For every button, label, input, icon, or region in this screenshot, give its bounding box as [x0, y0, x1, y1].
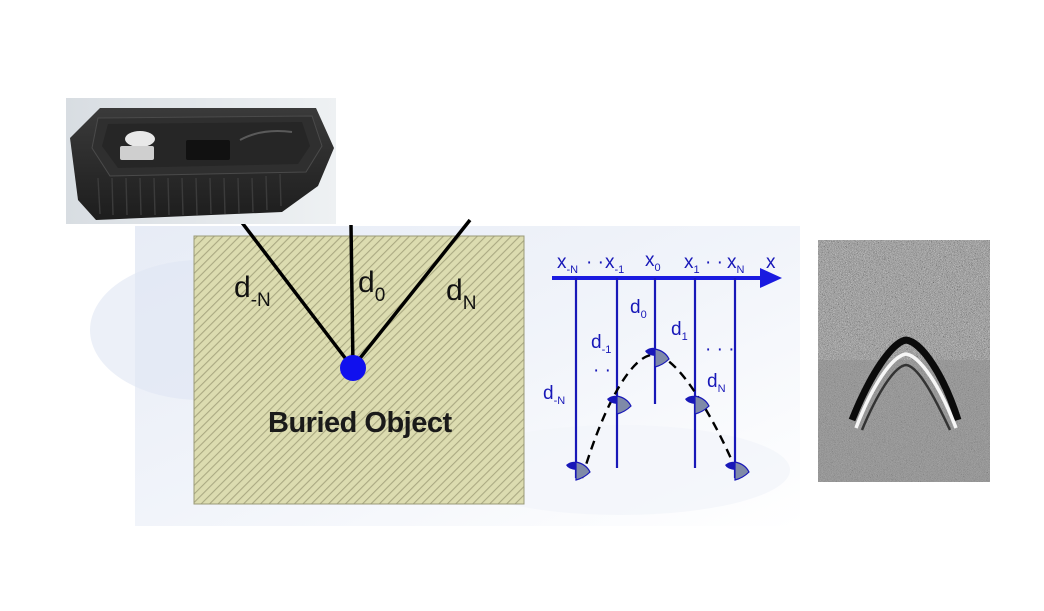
- wavelet-x-minus-1: [616, 395, 632, 415]
- soil-panel: d-N d0 dN Buried Object: [193, 218, 525, 505]
- distance-label-d1: d1: [671, 319, 688, 343]
- position-label-x0: x0: [645, 250, 661, 274]
- position-label-xn: xN: [727, 252, 745, 276]
- wavelet-xn: [734, 461, 750, 481]
- distance-dots-left: · ·: [593, 360, 611, 381]
- wavelet-xn-lobe: [725, 461, 735, 470]
- wavelet-x-minus-1-lobe: [607, 395, 617, 404]
- ray-label-center: d0: [358, 266, 385, 306]
- distance-label-d-minus-1: d-1: [591, 332, 611, 356]
- scan-axis-label: x: [766, 252, 776, 273]
- ray-label-right: dN: [446, 274, 476, 314]
- distance-label-d0: d0: [630, 297, 647, 321]
- hyperbola-reflection-light: [854, 352, 958, 429]
- ray-left: [238, 218, 354, 369]
- distance-labels: d0 d1 d-1 dN d-N · · · · ·: [543, 297, 735, 407]
- position-label-x-minus-n: x-N: [557, 252, 578, 276]
- wavelet-x1-lobe: [685, 395, 695, 404]
- buried-object-target: [340, 355, 366, 381]
- trace-lines: [574, 278, 737, 478]
- scan-panel: x x-N · · x-1 x0 x1 · · xN: [543, 250, 782, 481]
- buried-object-label: Buried Object: [268, 407, 452, 439]
- wavelet-x-minus-n-lobe: [566, 461, 576, 470]
- radar-housing-photo: [66, 98, 336, 224]
- position-label-x-minus-1: x-1: [605, 252, 624, 276]
- ray-label-left: d-N: [234, 271, 271, 311]
- hyperbola-reflection-inner: [860, 363, 952, 431]
- position-label-x1: x1: [684, 252, 700, 276]
- position-dots-left: · ·: [586, 252, 604, 273]
- wavelet-x0-lobe: [645, 347, 655, 356]
- wavelet-x1: [694, 395, 710, 415]
- scan-axis-arrowhead: [760, 268, 782, 288]
- distance-dots-right: · · ·: [705, 339, 735, 360]
- wavelet-x-minus-n: [575, 461, 591, 481]
- wavelet-x0: [654, 348, 670, 368]
- wavelets: [566, 347, 750, 481]
- position-dots-right: · ·: [705, 252, 723, 273]
- hyperbola-reflection-dark: [848, 336, 962, 422]
- ray-right: [351, 218, 472, 369]
- radargram-image: [818, 240, 990, 482]
- position-labels: x-N · · x-1 x0 x1 · · xN: [557, 250, 745, 276]
- distance-label-dn: dN: [707, 371, 726, 395]
- distance-label-d-minus-n: d-N: [543, 383, 565, 407]
- ray-center: [349, 224, 355, 368]
